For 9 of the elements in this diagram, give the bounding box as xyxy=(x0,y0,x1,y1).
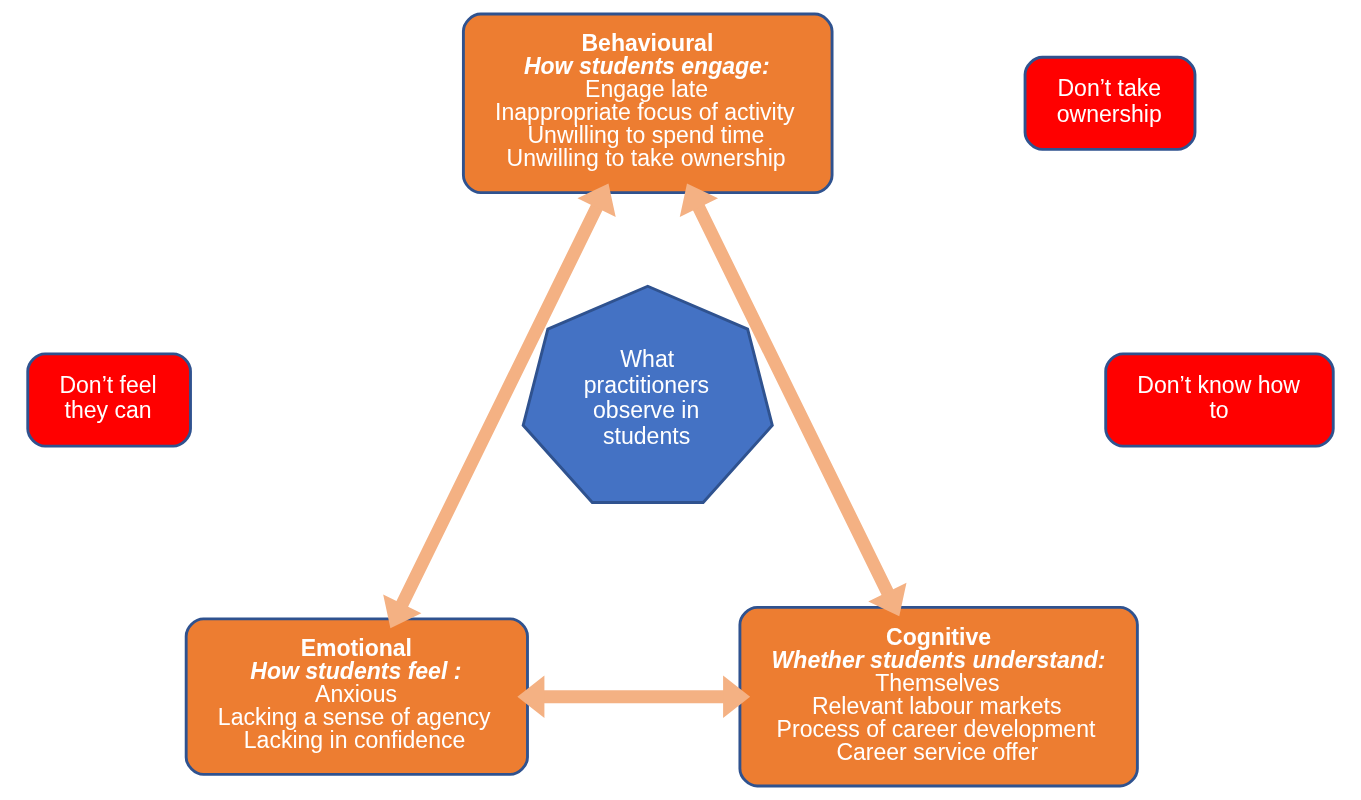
node-box: Emotional How students feel : Anxious Lacking a sense of agency Lacking in confidence xyxy=(184,617,529,776)
node-box: Don’t know how to xyxy=(1104,352,1335,448)
arrow xyxy=(679,183,907,617)
arrow xyxy=(383,183,616,629)
node-box: Don’t take ownership xyxy=(1023,55,1197,151)
node-box: Don’t feel they can xyxy=(26,352,192,448)
node-box: Behavioural How students engage: Engage late Inappropriate focus of activity Unwilling to spend time Unwilling to take ownership xyxy=(461,12,834,195)
node-box: Cognitive Whether students understand: Themselves Relevant labour markets Process of career development Career service offer xyxy=(738,605,1139,788)
arrow xyxy=(517,675,751,718)
